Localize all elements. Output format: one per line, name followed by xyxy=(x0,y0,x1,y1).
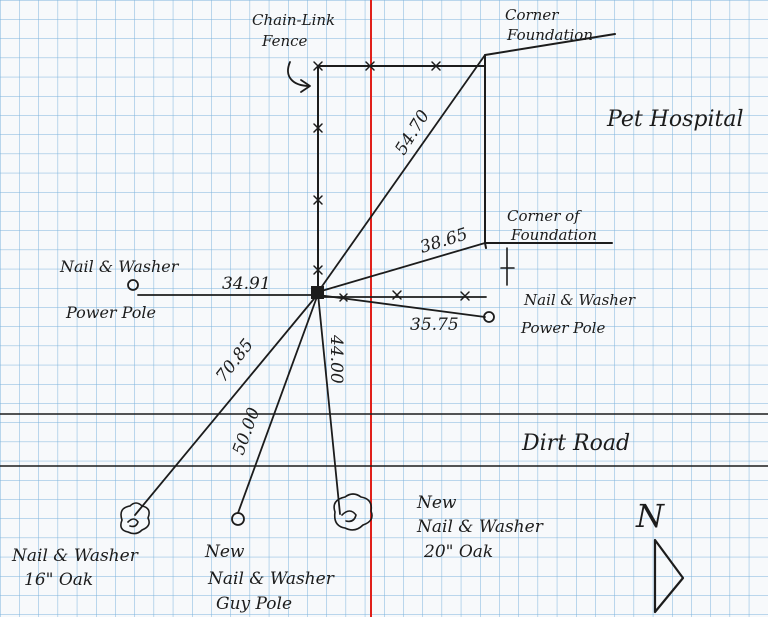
line-to-east-power-pole xyxy=(317,294,486,318)
line-to-corner-of-foundation xyxy=(317,242,486,293)
label-guy-pole: New Nail & Washer Guy Pole xyxy=(204,542,339,614)
line-to-corner-foundation xyxy=(317,54,486,293)
label-16-oak: Nail & Washer 16" Oak xyxy=(11,546,143,590)
measure-west-power-pole: 34.91 xyxy=(222,274,271,294)
tree-20-oak-icon xyxy=(333,493,373,531)
line-to-16-oak xyxy=(134,293,319,516)
guy-pole-nail xyxy=(231,512,245,526)
label-corner-foundation: Corner Foundation xyxy=(505,6,593,44)
label-east-power-pole: Nail & Washer Power Pole xyxy=(520,291,640,337)
measure-20-oak: 44.00 xyxy=(326,334,346,384)
west-power-pole-nail xyxy=(127,279,139,291)
tree-16-oak-icon xyxy=(120,502,150,535)
line-to-guy-pole xyxy=(237,293,319,514)
label-pet-hospital: Pet Hospital xyxy=(606,107,744,132)
control-point-marker xyxy=(311,286,324,299)
north-arrow-icon xyxy=(653,538,685,614)
foundation-outline xyxy=(484,33,616,249)
line-to-20-oak xyxy=(317,293,341,515)
survey-lines xyxy=(134,54,487,516)
label-dirt-road: Dirt Road xyxy=(521,431,630,456)
east-power-pole-nail xyxy=(483,311,495,323)
label-corner-of-foundation: Corner of Foundation xyxy=(507,207,597,244)
label-west-power-pole: Nail & Washer Power Pole xyxy=(59,257,184,322)
east-fence-x-marks xyxy=(339,290,470,302)
fence-x-marks xyxy=(313,61,441,275)
fence-pointer-arrow xyxy=(287,61,311,93)
measure-east-power-pole: 35.75 xyxy=(410,315,459,335)
north-label: N xyxy=(635,497,665,535)
label-chain-link-fence: Chain-Link Fence xyxy=(252,11,340,50)
label-20-oak: New Nail & Washer 20" Oak xyxy=(416,493,548,562)
